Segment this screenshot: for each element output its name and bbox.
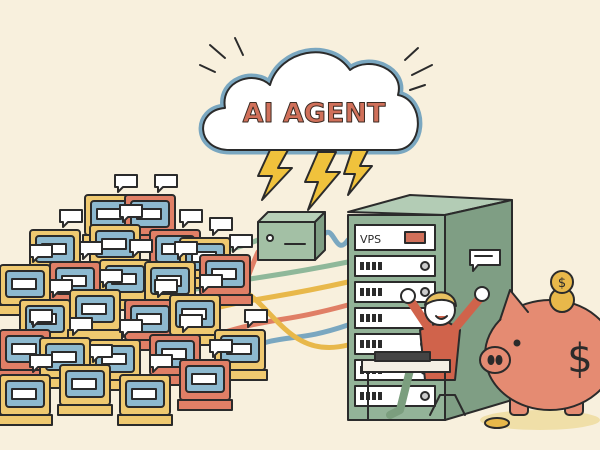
speech-bubble bbox=[29, 244, 53, 263]
speech-bubble bbox=[69, 317, 93, 336]
lightning-bolts bbox=[257, 149, 373, 211]
coin-dollar-sign: $ bbox=[558, 276, 566, 291]
chat-window bbox=[51, 351, 77, 363]
speech-bubble bbox=[129, 239, 153, 258]
floor-coin bbox=[484, 417, 510, 429]
network-box bbox=[257, 211, 326, 261]
piggy-bank: $ $ bbox=[479, 270, 600, 430]
happy-person bbox=[361, 249, 501, 421]
rack-vent bbox=[360, 392, 364, 400]
speech-bubble bbox=[179, 209, 203, 228]
chat-window bbox=[71, 378, 97, 390]
speech-bubble bbox=[209, 217, 233, 236]
server-label: VPS bbox=[360, 233, 381, 246]
rack-vent bbox=[360, 262, 364, 270]
speech-bubble bbox=[49, 279, 73, 298]
rack-vent bbox=[366, 262, 370, 270]
retro-computer bbox=[0, 354, 53, 426]
rack-button bbox=[420, 391, 430, 401]
chat-window bbox=[81, 303, 107, 315]
speech-bubble bbox=[154, 174, 178, 193]
chat-window bbox=[11, 388, 37, 400]
chat-window bbox=[101, 238, 127, 250]
speech-bubble bbox=[29, 354, 53, 373]
rack-vent bbox=[372, 288, 376, 296]
speech-bubble bbox=[114, 174, 138, 193]
rack-vent bbox=[378, 340, 382, 348]
rack-vent bbox=[372, 314, 376, 322]
keyboard-base bbox=[177, 399, 233, 411]
rack-vent bbox=[372, 392, 376, 400]
rack-vent bbox=[360, 340, 364, 348]
speech-bubble bbox=[154, 279, 178, 298]
retro-computer bbox=[177, 339, 233, 411]
chat-window bbox=[11, 343, 37, 355]
rack-vent bbox=[366, 288, 370, 296]
rack-vent bbox=[378, 314, 382, 322]
speech-bubble bbox=[59, 209, 83, 228]
speech-bubble bbox=[119, 319, 143, 338]
cloud-label: AI AGENT bbox=[243, 98, 386, 129]
server-rack-unit bbox=[354, 255, 436, 277]
speech-bubble bbox=[174, 241, 198, 260]
speech-bubble bbox=[244, 309, 268, 328]
chat-window bbox=[131, 388, 157, 400]
speech-bubble bbox=[209, 339, 233, 358]
piggy-dollar-sign: $ bbox=[567, 336, 592, 382]
ai-agent-cloud: AI AGENT bbox=[198, 47, 423, 155]
speech-bubble bbox=[119, 204, 143, 223]
keyboard-base bbox=[57, 404, 113, 416]
rack-button bbox=[420, 261, 430, 271]
retro-computer bbox=[117, 354, 173, 426]
rack-vent bbox=[378, 392, 382, 400]
rack-vent bbox=[372, 340, 376, 348]
chat-window bbox=[101, 353, 127, 365]
speech-bubble bbox=[229, 234, 253, 253]
rack-vent bbox=[366, 314, 370, 322]
rack-vent bbox=[360, 288, 364, 296]
speech-bubble bbox=[29, 309, 53, 328]
computer-pile bbox=[0, 174, 268, 426]
rack-vent bbox=[378, 262, 382, 270]
speech-bubble bbox=[179, 314, 203, 333]
keyboard-base bbox=[117, 414, 173, 426]
rack-button bbox=[420, 287, 430, 297]
server-rack-unit bbox=[354, 385, 436, 407]
rack-vent bbox=[360, 314, 364, 322]
rack-vent bbox=[372, 262, 376, 270]
rack-vent bbox=[378, 288, 382, 296]
speech-bubble bbox=[79, 241, 103, 260]
speech-bubble bbox=[199, 274, 223, 293]
rack-vent bbox=[366, 340, 370, 348]
chat-window bbox=[191, 373, 217, 385]
speech-bubble bbox=[149, 354, 173, 373]
speech-bubble bbox=[89, 344, 113, 363]
vps-server: VPS bbox=[347, 194, 513, 421]
chat-window bbox=[11, 278, 37, 290]
retro-computer bbox=[57, 344, 113, 416]
speech-bubble bbox=[99, 269, 123, 288]
cloud-rays bbox=[199, 37, 433, 91]
keyboard-base bbox=[0, 414, 53, 426]
chat-window bbox=[96, 208, 122, 220]
